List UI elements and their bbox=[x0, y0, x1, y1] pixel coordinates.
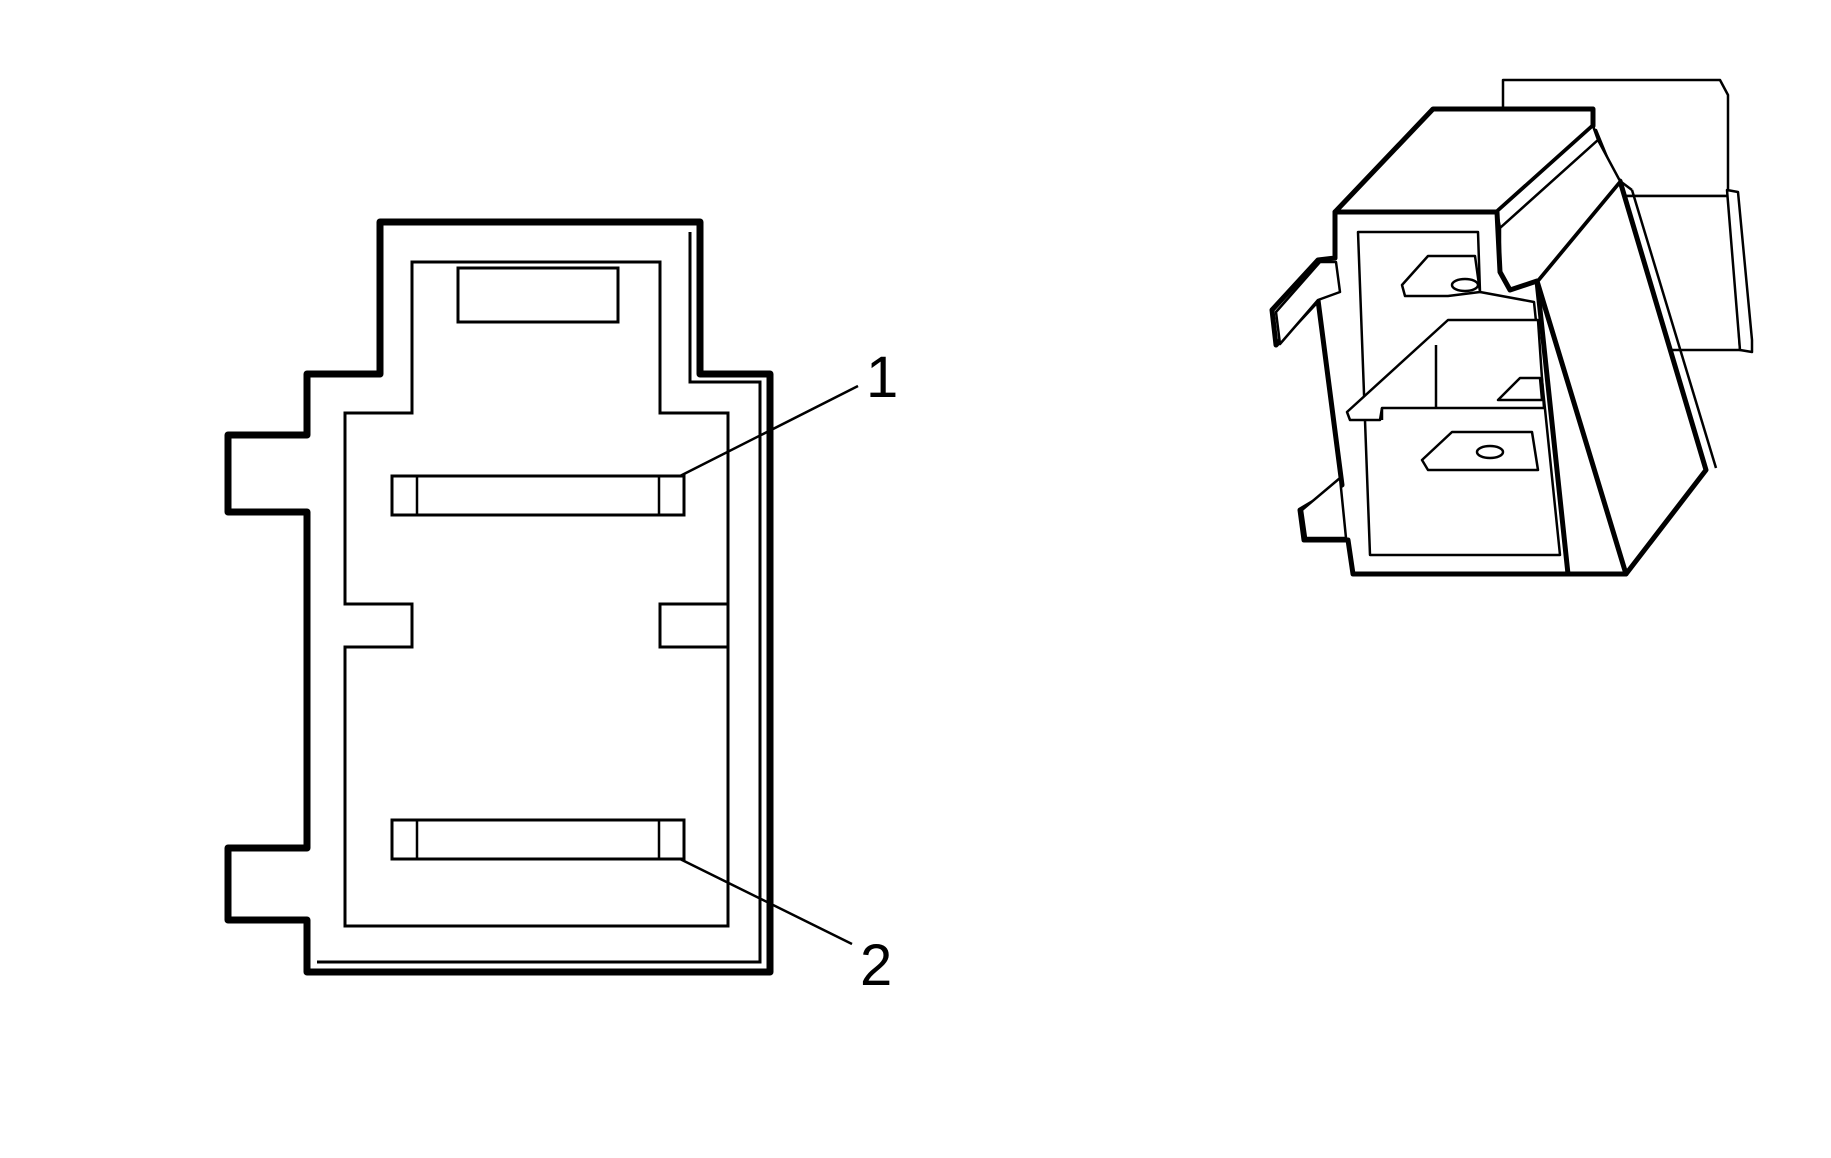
callout-label-2: 2 bbox=[860, 933, 892, 998]
latch-tab bbox=[456, 266, 620, 324]
leader-line-2 bbox=[679, 857, 853, 946]
divider-notch bbox=[1496, 376, 1544, 402]
connector-isometric-view bbox=[1269, 78, 1754, 577]
cavity-divider bbox=[1345, 318, 1546, 422]
terminal-1 bbox=[390, 474, 686, 517]
terminal-2 bbox=[390, 818, 686, 861]
iso-terminal-upper-hole bbox=[1450, 277, 1480, 293]
housing-shadow-edge bbox=[317, 232, 762, 964]
inner-wall-notch-right bbox=[658, 602, 728, 649]
leader-line-1 bbox=[679, 384, 859, 478]
left-latch-lower bbox=[1300, 476, 1348, 540]
rear-lug-right bbox=[1725, 188, 1754, 354]
housing-inner-wall bbox=[343, 260, 730, 928]
callout-label-1: 1 bbox=[866, 345, 898, 410]
iso-terminal-lower-hole bbox=[1475, 444, 1505, 460]
left-latch-upper bbox=[1274, 260, 1342, 346]
housing-outer-outline bbox=[224, 218, 774, 976]
connector-front-view: 1 2 bbox=[224, 218, 898, 998]
